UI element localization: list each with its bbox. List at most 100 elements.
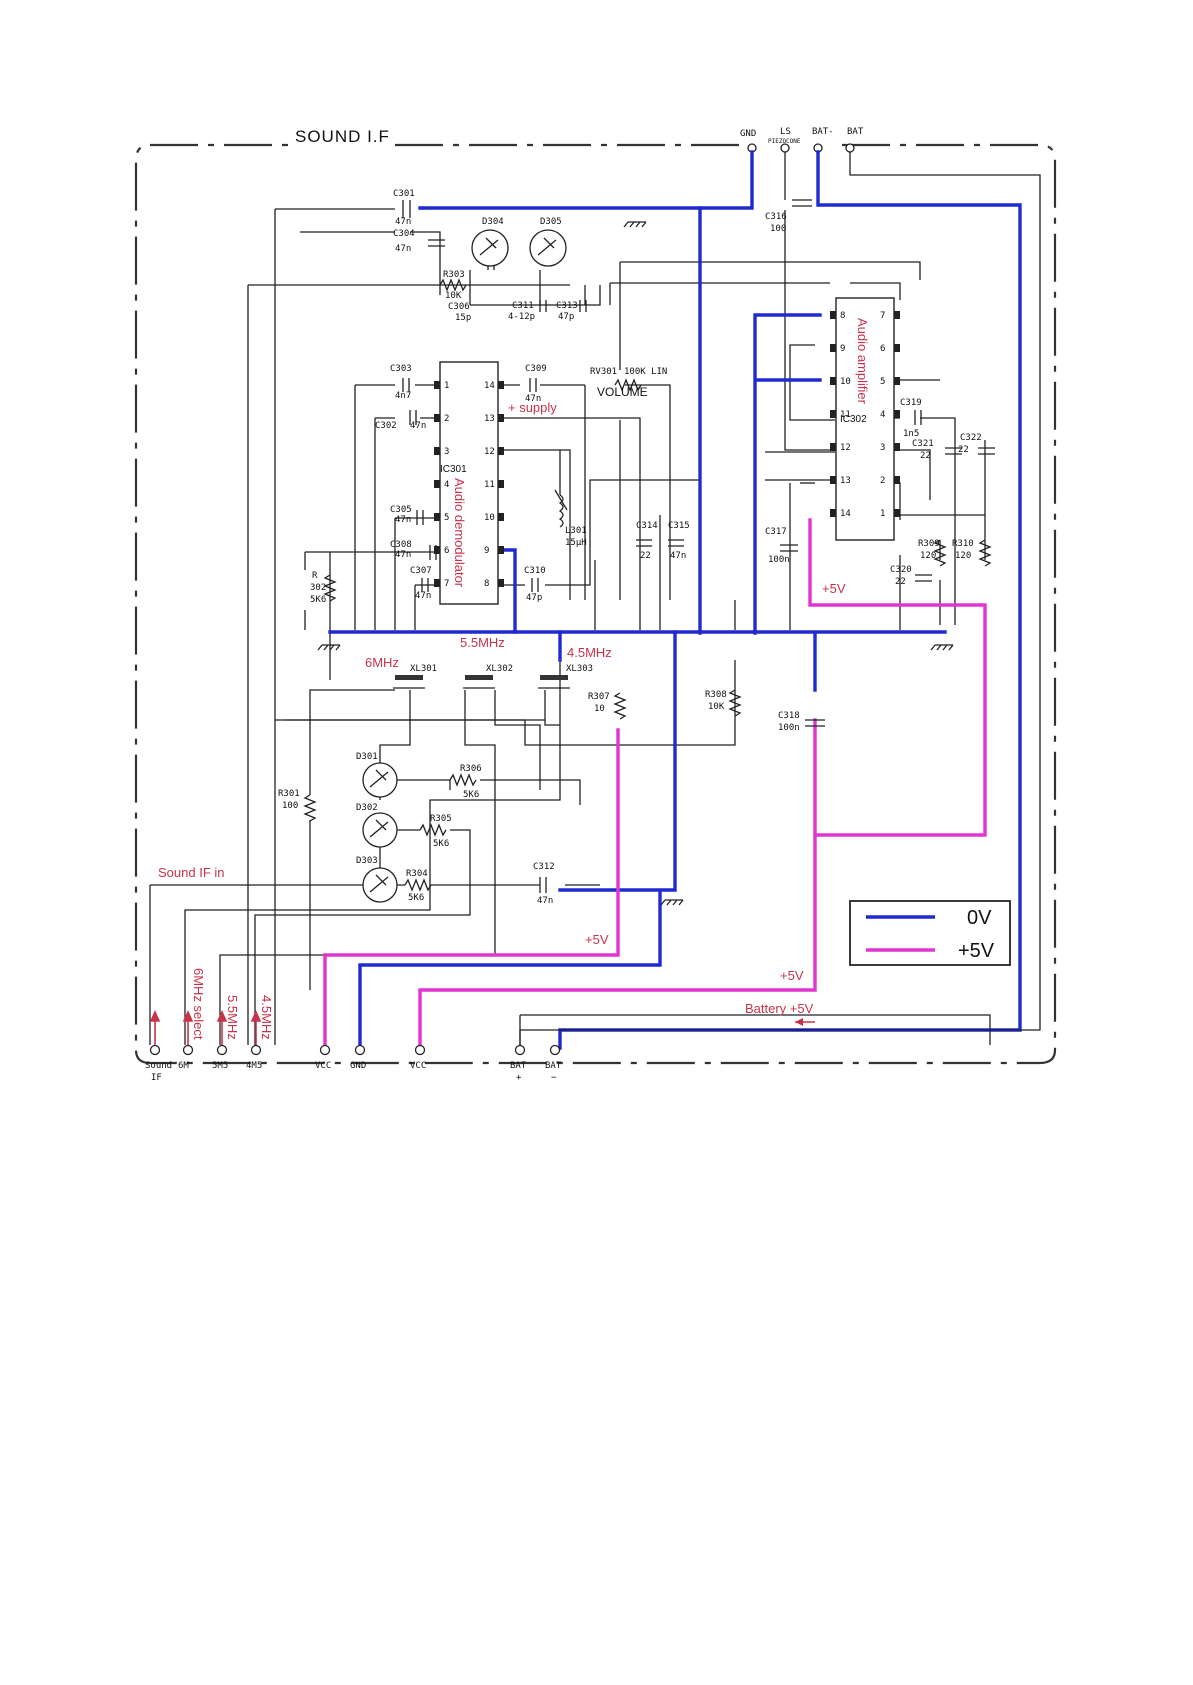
terminal-sublabel: IF — [151, 1073, 162, 1083]
c314-ref: C314 — [636, 521, 658, 531]
pin-7 — [894, 311, 900, 319]
r306-value: 5K6 — [463, 790, 479, 800]
c301-value: 47n — [395, 217, 411, 227]
terminal-6m[interactable] — [182, 1044, 194, 1056]
xl303-label: XL303 — [566, 664, 593, 674]
pin-number: 9 — [484, 546, 489, 556]
pin-number: 1 — [444, 381, 449, 391]
gnd-terminal-label: GND — [740, 129, 756, 139]
r304-value: 5K6 — [408, 893, 424, 903]
c302-ref: C302 — [375, 421, 397, 431]
c322-value: 22 — [958, 445, 969, 455]
pin-2 — [434, 414, 440, 422]
volume-label: VOLUME — [597, 385, 648, 399]
c301-ref: C301 — [393, 189, 415, 199]
schematic-title: SOUND I.F — [295, 127, 390, 146]
pin-3 — [894, 443, 900, 451]
bat-minus-label: BAT- — [812, 127, 834, 137]
xl302-label: XL302 — [486, 664, 513, 674]
c319-value: 1n5 — [903, 429, 919, 439]
bat-plus-terminal[interactable] — [845, 143, 855, 153]
terminal-sound[interactable] — [149, 1044, 161, 1056]
c318-value: 100n — [778, 723, 800, 733]
c315-ref: C315 — [668, 521, 690, 531]
pin-number: 11 — [840, 410, 851, 420]
terminal-vcc[interactable] — [319, 1044, 331, 1056]
terminal-5m5[interactable] — [216, 1044, 228, 1056]
d303-symbol — [362, 867, 398, 903]
terminal-vcc[interactable] — [414, 1044, 426, 1056]
select-55mhz-annotation: 5.5MHz — [225, 995, 240, 1040]
pin-4 — [894, 410, 900, 418]
c317-value: 100n — [768, 555, 790, 565]
ic301-ref: IC301 — [440, 464, 467, 475]
r302-symbol — [323, 574, 337, 602]
terminal-bat[interactable] — [549, 1044, 561, 1056]
pin-6 — [434, 546, 440, 554]
pin-number: 14 — [840, 509, 851, 519]
c307-value: 47n — [415, 591, 431, 601]
pin-2 — [894, 476, 900, 484]
c310-symbol — [531, 578, 539, 592]
d302-symbol — [362, 812, 398, 848]
top-terminals: GND LS PIEZOCONE BAT- BAT — [740, 127, 864, 153]
pin-number: 3 — [880, 443, 885, 453]
v5-annotation-bottom: +5V — [780, 968, 804, 983]
c302-value: 47n — [410, 421, 426, 431]
pin-9 — [830, 344, 836, 352]
v5-annotation-amp: +5V — [822, 581, 846, 596]
diodes — [362, 229, 567, 903]
annotations: + supply 5.5MHz 6MHz 4.5MHz +5V +5V +5V … — [149, 400, 846, 1045]
battery-annotation: Battery +5V — [745, 1001, 814, 1016]
crystals — [393, 675, 570, 689]
terminal-bat[interactable] — [514, 1044, 526, 1056]
pin-10 — [498, 513, 504, 521]
c303-c302-symbols — [402, 378, 417, 425]
r305-ref: R305 — [430, 814, 452, 824]
r307-ref: R307 — [588, 692, 610, 702]
c303-value: 4n7 — [395, 391, 411, 401]
freq-55mhz-annotation: 5.5MHz — [460, 635, 505, 650]
ls-terminal[interactable] — [780, 143, 790, 153]
pin-5 — [434, 513, 440, 521]
c320-ref: C320 — [890, 565, 912, 575]
terminal-gnd[interactable] — [354, 1044, 366, 1056]
c310-ref: C310 — [524, 566, 546, 576]
ground-rails — [328, 150, 1022, 1050]
r305-value: 5K6 — [433, 839, 449, 849]
terminal-label: 6M — [178, 1061, 189, 1071]
pin-7 — [434, 579, 440, 587]
ground-symbols — [317, 221, 954, 906]
r305-symbol — [419, 823, 447, 837]
pin-9 — [498, 546, 504, 554]
d305-label: D305 — [540, 217, 562, 227]
xl303-symbol — [540, 675, 568, 680]
r310-value: 120 — [955, 551, 971, 561]
terminal-label: Sound — [145, 1061, 172, 1071]
c313-ref: C313 — [556, 301, 578, 311]
d305-symbol — [529, 229, 567, 267]
pin-number: 11 — [484, 480, 495, 490]
pin-12 — [498, 447, 504, 455]
ic301-audio-demodulator: IC301 Audio demodulator 1234567141312111… — [434, 361, 504, 605]
r304-symbol — [404, 878, 432, 892]
pin-number: 8 — [840, 311, 845, 321]
c308-value: 47n — [395, 550, 411, 560]
ic302-ref: IC302 — [840, 414, 867, 425]
r306-ref: R306 — [460, 764, 482, 774]
ic301-function-label: Audio demodulator — [452, 478, 467, 588]
pin-12 — [830, 443, 836, 451]
pin-13 — [830, 476, 836, 484]
r309-r310-symbols — [933, 539, 992, 567]
pin-14 — [498, 381, 504, 389]
c316-symbol — [792, 199, 812, 207]
c307-ref: C307 — [410, 566, 432, 576]
legend-label-5v: +5V — [958, 940, 995, 962]
c316-value: 100 — [770, 224, 786, 234]
r306-symbol — [449, 773, 477, 787]
c303-ref: C303 — [390, 364, 412, 374]
terminal-4m5[interactable] — [250, 1044, 262, 1056]
l301-ref: L301 — [565, 526, 587, 536]
